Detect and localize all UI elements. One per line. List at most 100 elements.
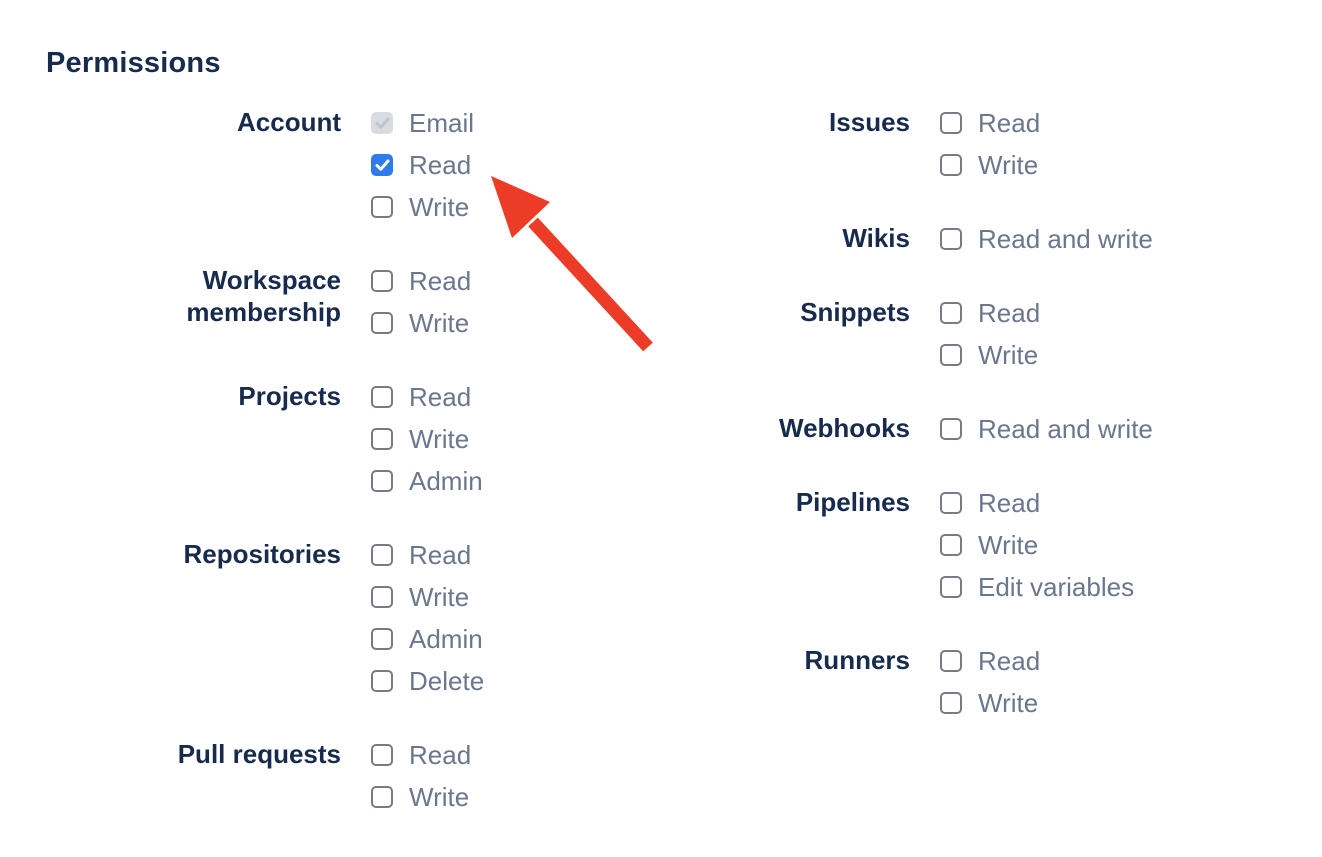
- permission-option-account-email: Email: [371, 109, 474, 137]
- checkbox-account-email: [371, 112, 393, 134]
- group-label-wikis: Wikis: [842, 223, 910, 253]
- checkbox-projects-admin[interactable]: [371, 470, 393, 492]
- checkbox-label-repositories-read[interactable]: Read: [409, 540, 472, 570]
- checkbox-webhooks-read-and-write[interactable]: [940, 418, 962, 440]
- checkbox-label-pull-requests-read[interactable]: Read: [409, 740, 472, 770]
- permission-option-account-read: Read: [371, 151, 474, 179]
- checkbox-pull-requests-read[interactable]: [371, 744, 393, 766]
- permission-option-pipelines-read: Read: [940, 489, 1134, 517]
- checkbox-snippets-read[interactable]: [940, 302, 962, 324]
- permission-option-account-write: Write: [371, 193, 474, 221]
- permissions-heading: Permissions: [46, 47, 221, 79]
- permission-option-runners-write: Write: [940, 689, 1040, 717]
- checkbox-snippets-write[interactable]: [940, 344, 962, 366]
- checkbox-label-repositories-write[interactable]: Write: [409, 582, 470, 612]
- permission-option-pipelines-write: Write: [940, 531, 1134, 559]
- checkbox-repositories-read[interactable]: [371, 544, 393, 566]
- group-label-snippets: Snippets: [800, 297, 910, 327]
- checkbox-label-snippets-write[interactable]: Write: [978, 340, 1039, 370]
- checkbox-pipelines-write[interactable]: [940, 534, 962, 556]
- group-label-runners: Runners: [804, 645, 910, 675]
- checkbox-issues-write[interactable]: [940, 154, 962, 176]
- checkbox-issues-read[interactable]: [940, 112, 962, 134]
- permission-option-workspace-membership-write: Write: [371, 309, 471, 337]
- checkbox-label-runners-write[interactable]: Write: [978, 688, 1039, 718]
- permission-option-webhooks-read-and-write: Read and write: [940, 415, 1153, 443]
- permission-option-wikis-read-and-write: Read and write: [940, 225, 1153, 253]
- permission-option-projects-write: Write: [371, 425, 483, 453]
- group-label-account: Account: [237, 107, 341, 137]
- checkbox-label-projects-admin[interactable]: Admin: [409, 466, 483, 496]
- checkbox-workspace-membership-read[interactable]: [371, 270, 393, 292]
- checkbox-repositories-write[interactable]: [371, 586, 393, 608]
- group-label-projects: Projects: [238, 381, 341, 411]
- permission-option-pipelines-edit-variables: Edit variables: [940, 573, 1134, 601]
- checkbox-repositories-admin[interactable]: [371, 628, 393, 650]
- checkbox-label-workspace-membership-read[interactable]: Read: [409, 266, 472, 296]
- checkbox-label-repositories-admin[interactable]: Admin: [409, 624, 483, 654]
- permission-option-snippets-write: Write: [940, 341, 1040, 369]
- group-label-pipelines: Pipelines: [795, 487, 910, 517]
- checkbox-label-pipelines-write[interactable]: Write: [978, 530, 1039, 560]
- checkbox-wikis-read-and-write[interactable]: [940, 228, 962, 250]
- checkbox-label-repositories-delete[interactable]: Delete: [409, 666, 485, 696]
- permission-option-issues-write: Write: [940, 151, 1040, 179]
- checkbox-pull-requests-write[interactable]: [371, 786, 393, 808]
- checkbox-label-issues-read[interactable]: Read: [978, 108, 1041, 138]
- checkbox-label-runners-read[interactable]: Read: [978, 646, 1041, 676]
- checkbox-label-workspace-membership-write[interactable]: Write: [409, 308, 470, 338]
- checkbox-label-projects-write[interactable]: Write: [409, 424, 470, 454]
- checkbox-label-issues-write[interactable]: Write: [978, 150, 1039, 180]
- checkbox-label-account-email: Email: [409, 108, 475, 138]
- checkbox-repositories-delete[interactable]: [371, 670, 393, 692]
- checkbox-projects-write[interactable]: [371, 428, 393, 450]
- checkbox-label-pull-requests-write[interactable]: Write: [409, 782, 470, 812]
- checkbox-label-account-write[interactable]: Write: [409, 192, 470, 222]
- group-label-repositories: Repositories: [183, 539, 342, 569]
- checkbox-label-snippets-read[interactable]: Read: [978, 298, 1041, 328]
- checkbox-pipelines-edit-variables[interactable]: [940, 576, 962, 598]
- checkbox-label-pipelines-read[interactable]: Read: [978, 488, 1041, 518]
- permission-group-webhooks: Webhooks Read and write: [720, 413, 1153, 457]
- group-options-webhooks: Read and write: [940, 415, 1153, 457]
- permission-option-issues-read: Read: [940, 109, 1040, 137]
- checkbox-label-pipelines-edit-variables[interactable]: Edit variables: [978, 572, 1135, 602]
- checkbox-account-read[interactable]: [371, 154, 393, 176]
- checkbox-account-write[interactable]: [371, 196, 393, 218]
- permission-option-repositories-delete: Delete: [371, 667, 484, 695]
- permission-option-runners-read: Read: [940, 647, 1040, 675]
- checkbox-label-wikis-read-and-write[interactable]: Read and write: [978, 224, 1153, 254]
- checkbox-pipelines-read[interactable]: [940, 492, 962, 514]
- checkbox-runners-write[interactable]: [940, 692, 962, 714]
- checkbox-label-webhooks-read-and-write[interactable]: Read and write: [978, 414, 1153, 444]
- checkbox-label-account-read[interactable]: Read: [409, 150, 472, 180]
- permission-group-wikis: Wikis Read and write: [720, 223, 1153, 267]
- permission-option-repositories-read: Read: [371, 541, 484, 569]
- checkbox-workspace-membership-write[interactable]: [371, 312, 393, 334]
- permission-option-workspace-membership-read: Read: [371, 267, 471, 295]
- permission-option-pull-requests-read: Read: [371, 741, 471, 769]
- group-label-webhooks: Webhooks: [779, 413, 910, 443]
- checkbox-label-projects-read[interactable]: Read: [409, 382, 472, 412]
- checkbox-runners-read[interactable]: [940, 650, 962, 672]
- checkbox-projects-read[interactable]: [371, 386, 393, 408]
